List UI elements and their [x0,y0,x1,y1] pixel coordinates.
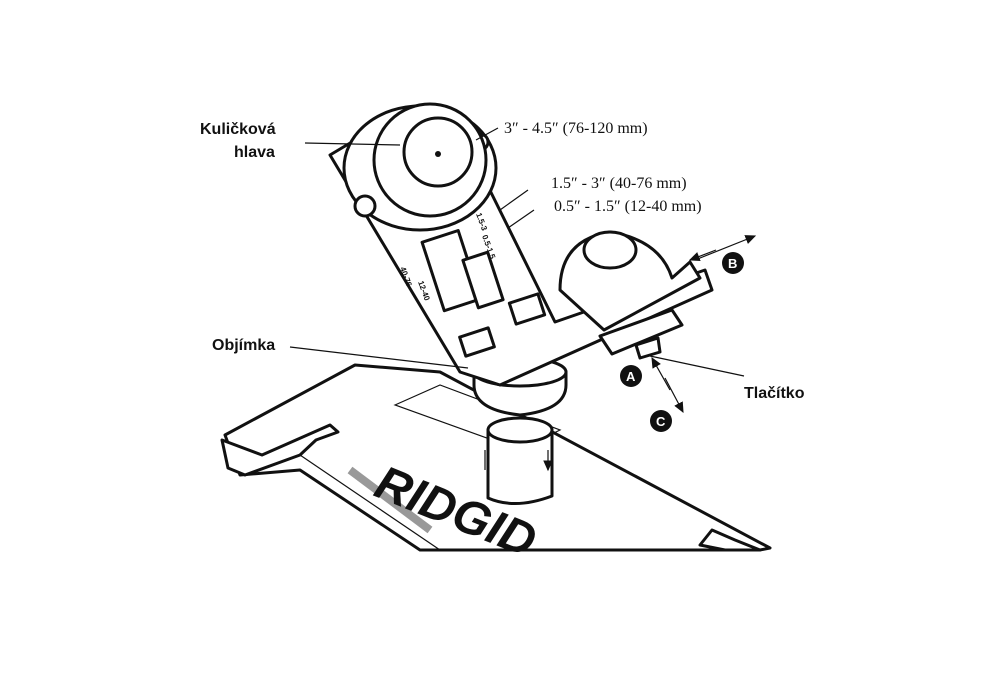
label-button: Tlačítko [744,385,805,402]
dimension-small: 0.5″ - 1.5″ (12-40 mm) [554,198,702,215]
label-ball-head-line1: Kuličková [200,121,276,138]
dimension-medium: 1.5″ - 3″ (40-76 mm) [551,175,687,192]
callout-b: B [722,252,744,274]
leader-lines [289,127,745,377]
label-sleeve: Objímka [212,337,275,354]
arrow-icon [651,235,757,414]
callout-a: A [620,365,642,387]
dimension-large: 3″ - 4.5″ (76-120 mm) [504,120,648,137]
label-ball-head-line2: hlava [234,144,275,161]
callout-c: C [650,410,672,432]
ball-head-icon [342,102,498,232]
svg-text:A: A [626,369,636,384]
svg-text:B: B [728,256,737,271]
svg-text:C: C [656,414,666,429]
ball-joint-icon [558,230,702,360]
